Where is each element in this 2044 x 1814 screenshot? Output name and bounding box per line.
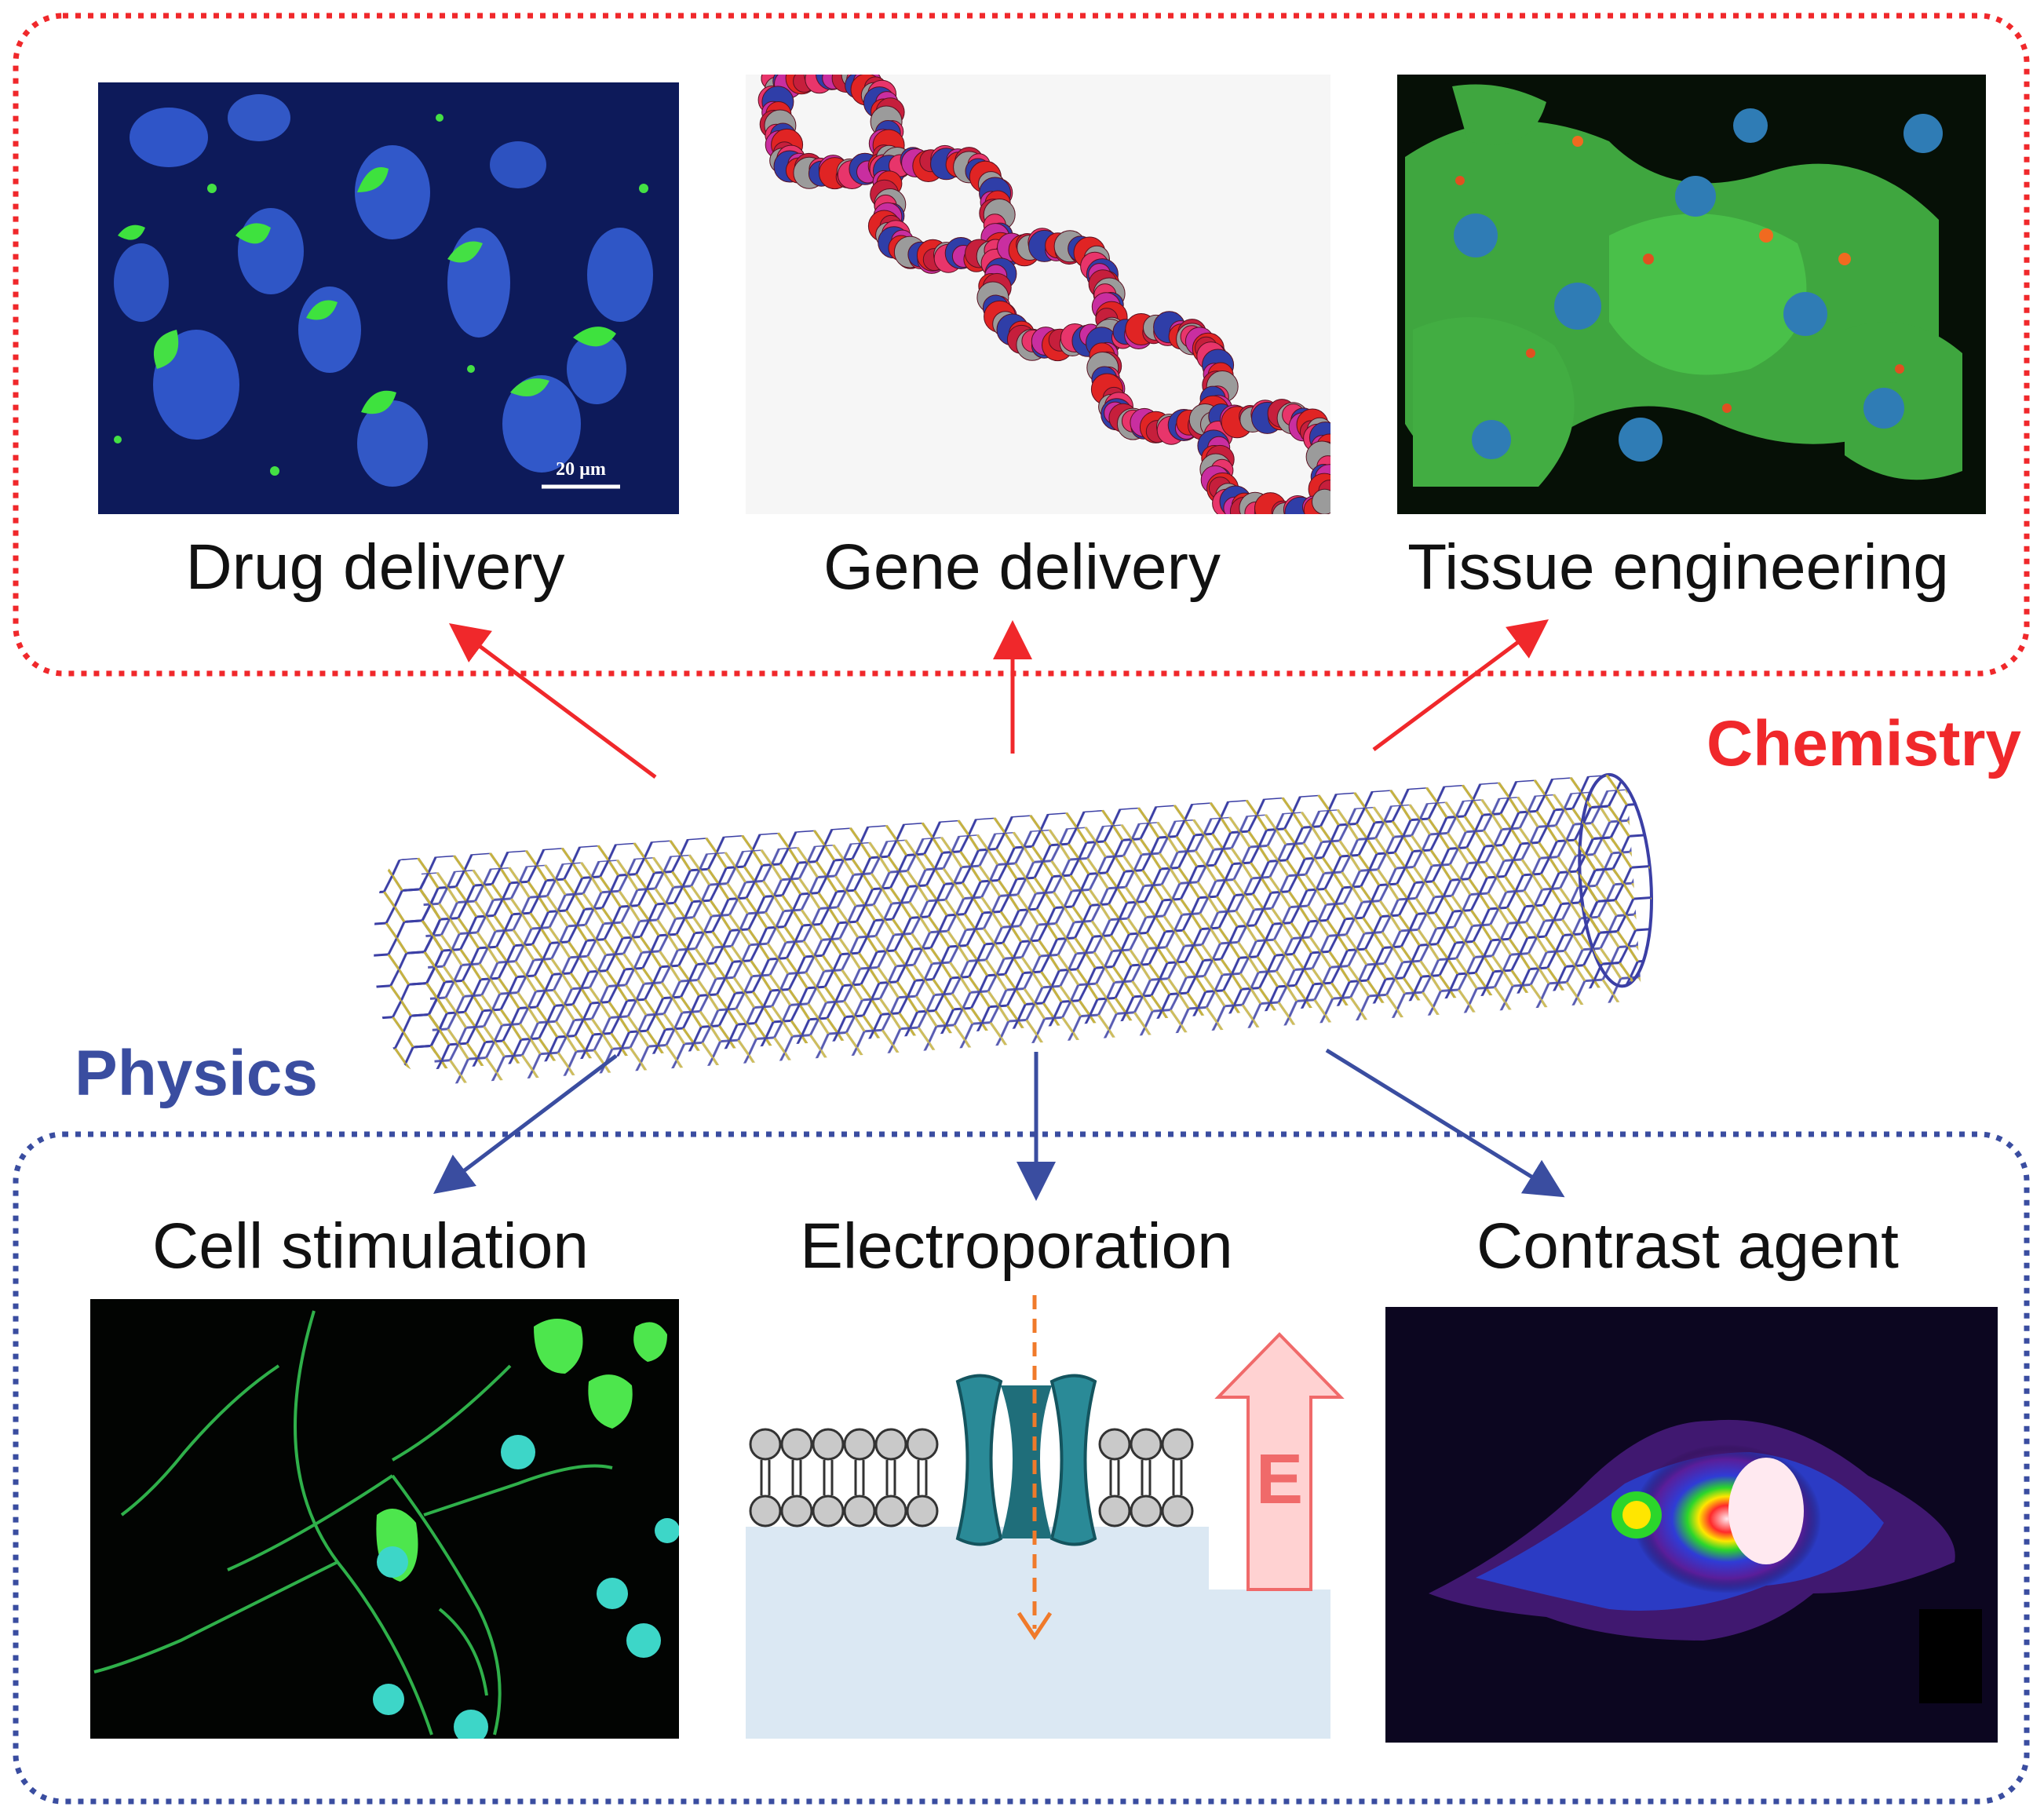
arrow-to-cell-stimulation [433,1054,618,1195]
drug-delivery-label: Drug delivery [185,531,564,603]
arrow-to-contrast-agent [1325,1048,1565,1198]
chemistry-title: Chemistry [1706,708,2021,779]
electric-field-symbol: E [1256,1440,1303,1519]
electroporation-label: Electroporation [800,1210,1233,1282]
tissue-engineering-image [1397,75,1986,514]
carbon-nanotube [374,772,1654,1086]
contrast-agent-image [1385,1307,1998,1743]
physics-frame [13,1131,2030,1805]
arrow-to-tissue-engineering [1372,619,1549,752]
contrast-agent-label: Contrast agent [1476,1210,1899,1282]
gene-delivery-label: Gene delivery [823,531,1221,603]
scale-bar-label: 20 µm [556,459,606,480]
physics-title: Physics [75,1038,318,1109]
cell-stimulation-image [90,1299,679,1739]
tissue-engineering-label: Tissue engineering [1407,531,1949,603]
electric-field-arrow [1214,1332,1345,1591]
drug-delivery-image: 20 µm [98,82,679,514]
cell-stimulation-label: Cell stimulation [152,1210,589,1282]
gene-delivery-image [746,75,1330,514]
electroporation-image: E [746,1295,1345,1739]
arrow-to-drug-delivery [448,623,657,779]
chemistry-frame [13,13,2030,677]
